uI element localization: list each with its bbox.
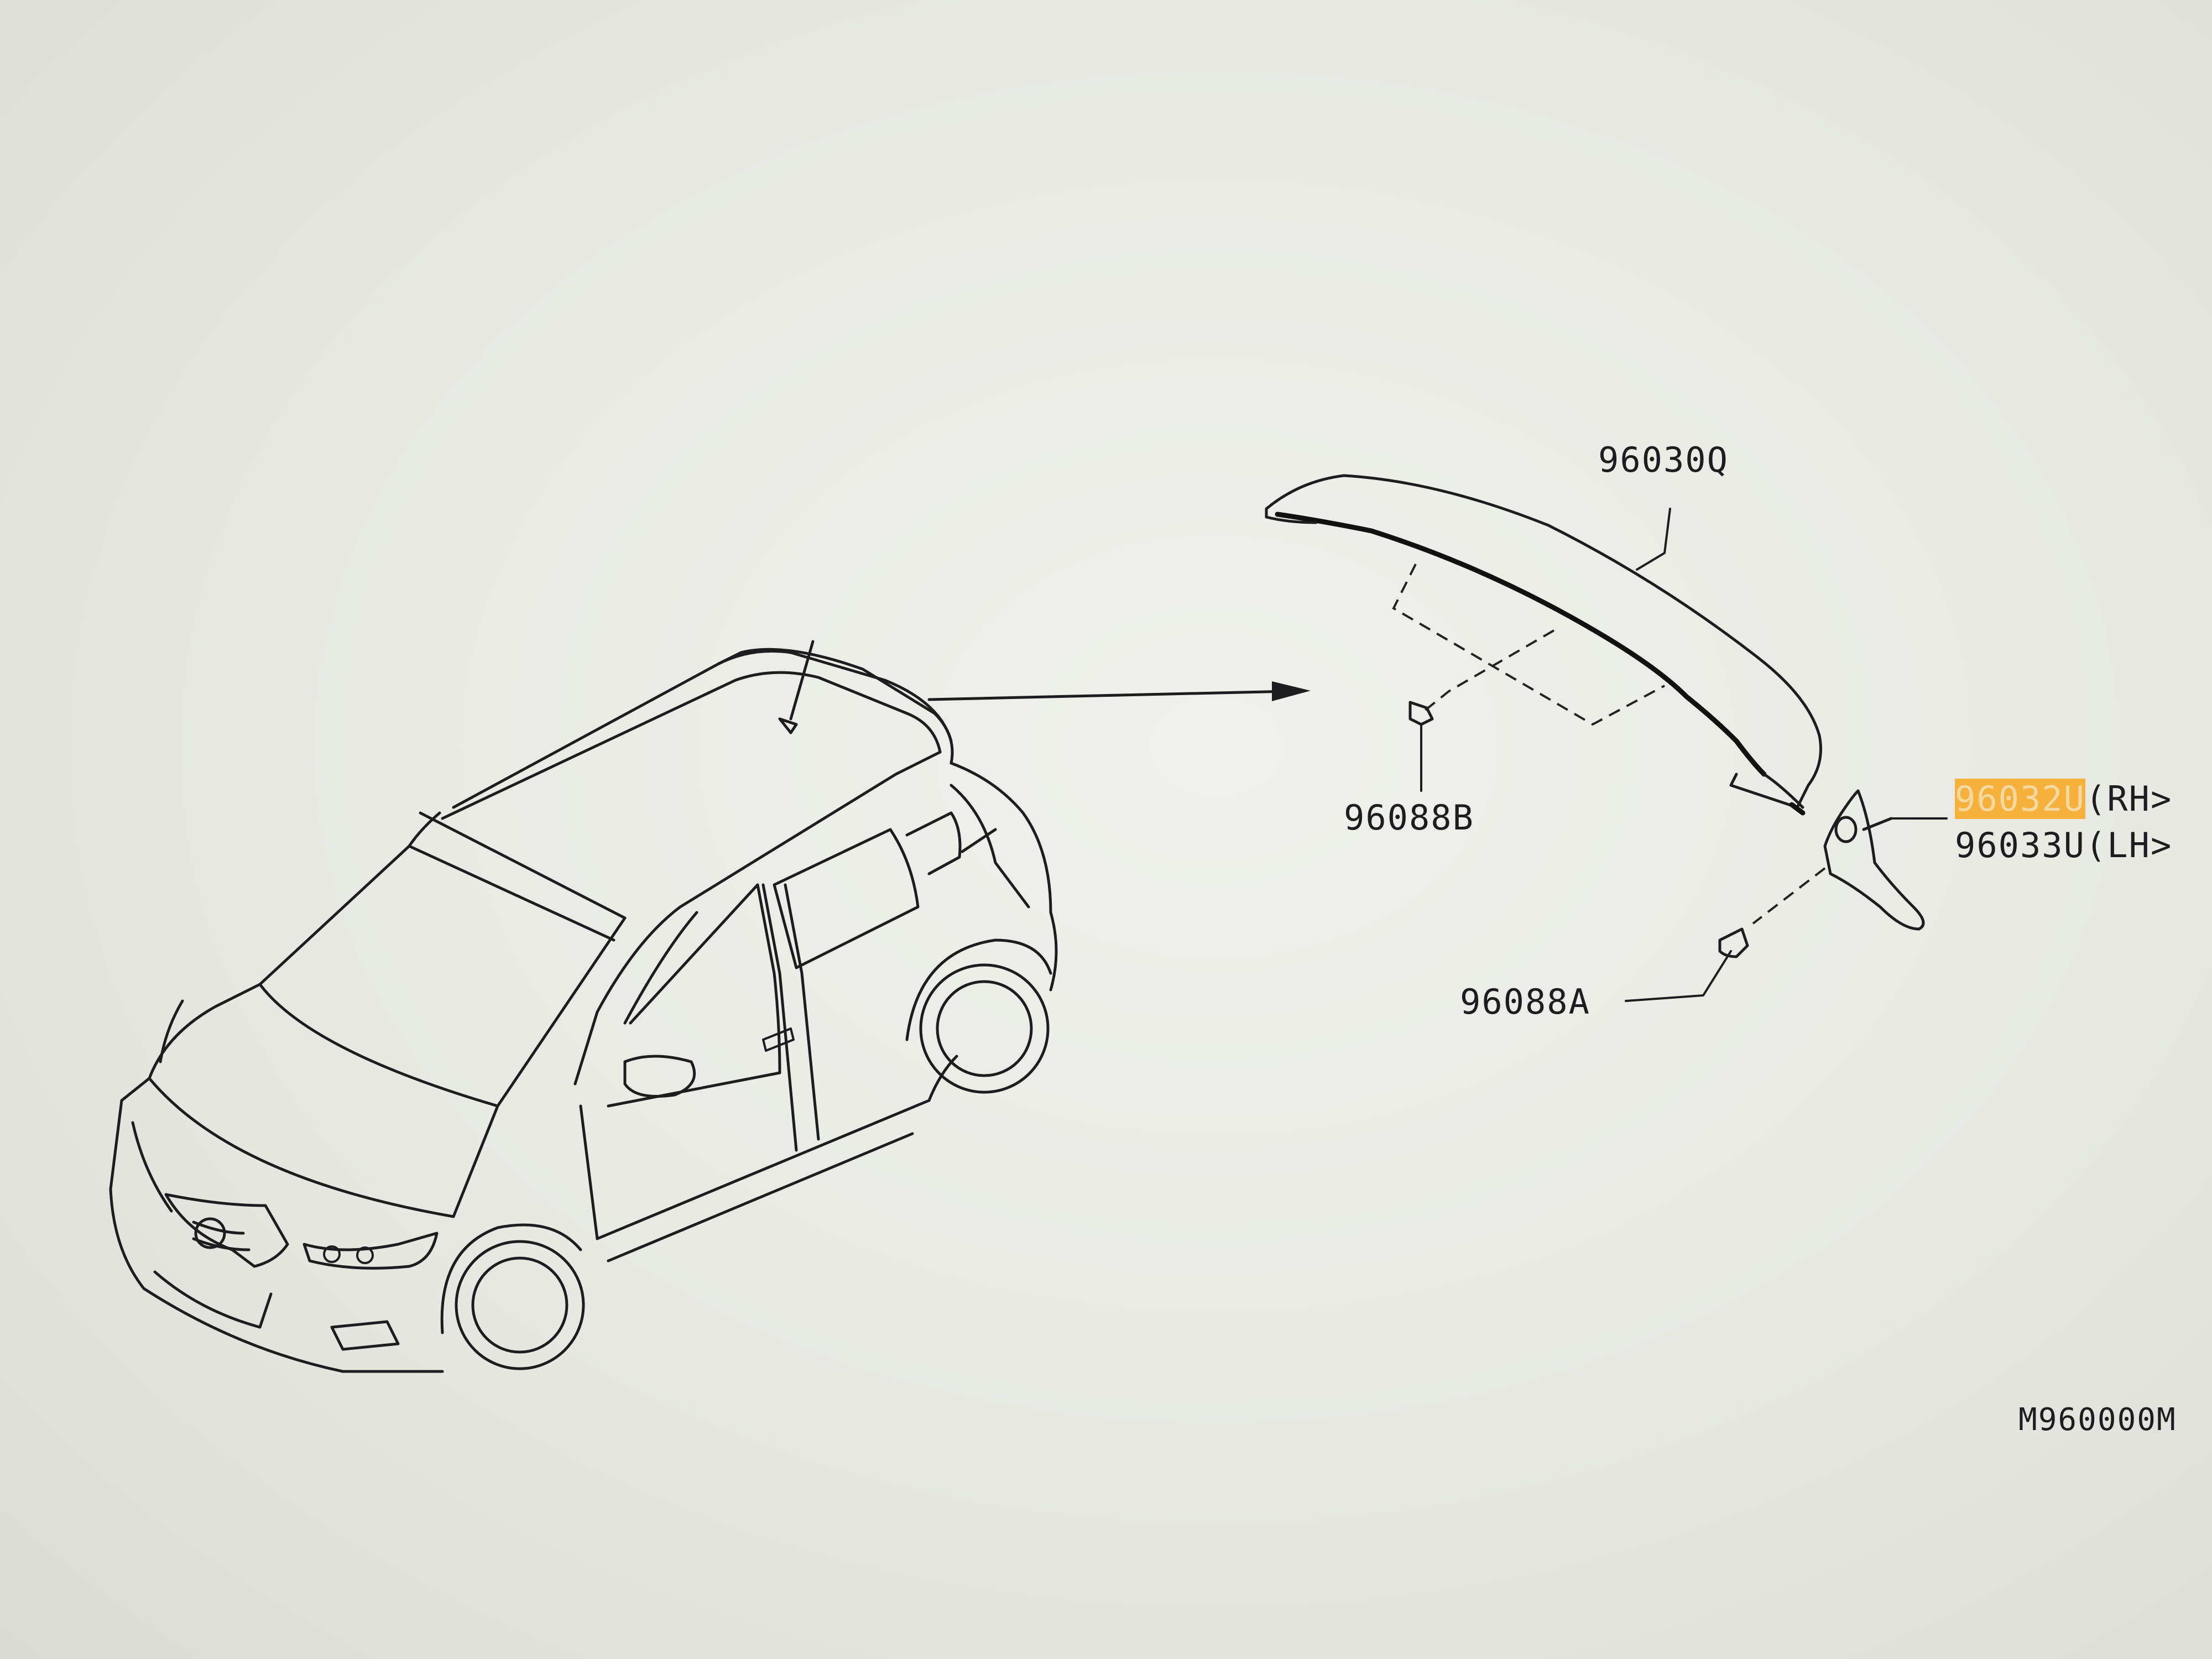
explode-arrow	[927, 681, 1311, 701]
car-illustration	[109, 640, 1058, 1373]
part-label-clip-a: 96088A	[1460, 982, 1590, 1022]
highlighted-part-code: 96032U	[1955, 779, 2085, 819]
side-lh-suffix: (LH>	[2085, 825, 2173, 865]
rear-spoiler-drawing	[1265, 474, 1822, 816]
side-trim-drawing	[1625, 789, 1948, 1002]
part-label-clip-b: 96088B	[1344, 797, 1474, 838]
part-label-spoiler: 96030Q	[1598, 440, 1729, 480]
figure-code: M960000M	[2018, 1402, 2177, 1438]
part-label-side-lh: 96033U(LH>	[1955, 825, 2172, 865]
part-label-side-rh: 96032U(RH>	[1955, 779, 2172, 819]
side-rh-suffix: (RH>	[2085, 779, 2173, 819]
side-lh-code: 96033U	[1955, 825, 2085, 865]
